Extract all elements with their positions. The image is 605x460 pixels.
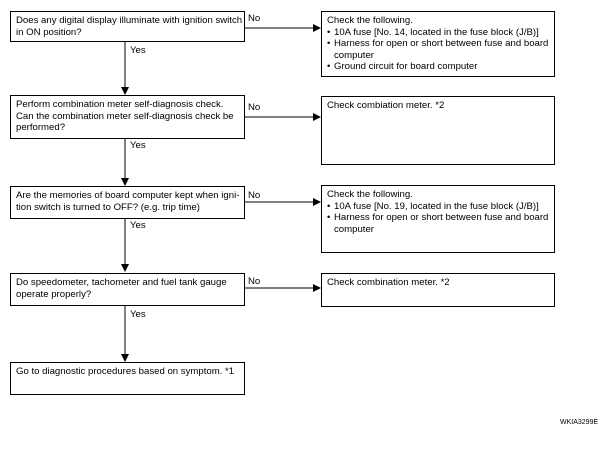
yes-label-4: Yes [130, 309, 146, 320]
final-box: Go to diagnostic procedures based on sym… [10, 362, 245, 395]
check-list: 10A fuse [No. 19, located in the fuse bl… [327, 201, 549, 236]
question-box-4: Do speedometer, tachometer and fuel tank… [10, 273, 245, 306]
action-box-4: Check combination meter. *2 [321, 273, 555, 307]
question-line: in ON position? [16, 26, 82, 38]
no-label-4: No [248, 276, 261, 287]
action-box-1: Check the following. 10A fuse [No. 14, l… [321, 11, 555, 77]
yes-label-1: Yes [130, 45, 146, 56]
yes-label-2: Yes [130, 140, 146, 151]
question-line: performed? [16, 122, 66, 134]
action-title: Check the following. [327, 189, 413, 200]
action-title: Check combination meter. *2 [327, 277, 450, 288]
check-item: 10A fuse [No. 19, located in the fuse bl… [327, 201, 549, 213]
question-line: Are the memories of board computer kept … [16, 190, 240, 201]
figure-code: WKIA3299E [560, 419, 599, 426]
question-line: operate properly? [16, 288, 92, 300]
question-box-3: Are the memories of board computer kept … [10, 186, 245, 219]
check-item: Harness for open or short between fuse a… [327, 212, 549, 235]
action-box-2: Check combiation meter. *2 [321, 96, 555, 165]
question-line: Does any digital display illuminate with… [16, 15, 243, 26]
check-item: 10A fuse [No. 14, located in the fuse bl… [327, 27, 549, 39]
question-box-2: Perform combination meter self-diagnosis… [10, 95, 245, 139]
question-box-1: Does any digital display illuminate with… [10, 11, 245, 42]
action-title: Check combiation meter. *2 [327, 100, 445, 111]
yes-label-3: Yes [130, 220, 146, 231]
question-line: tion switch is turned to OFF? (e.g. trip… [16, 201, 200, 213]
no-label-1: No [248, 13, 261, 24]
final-text: Go to diagnostic procedures based on sym… [16, 366, 235, 377]
check-item: Ground circuit for board computer [327, 61, 549, 73]
question-line: Do speedometer, tachometer and fuel tank… [16, 277, 227, 288]
question-line: Perform combination meter self-diagnosis… [16, 99, 224, 110]
check-item: Harness for open or short between fuse a… [327, 38, 549, 61]
action-box-3: Check the following. 10A fuse [No. 19, l… [321, 185, 555, 253]
no-label-3: No [248, 190, 261, 201]
check-list: 10A fuse [No. 14, located in the fuse bl… [327, 27, 549, 73]
question-line: Can the combination meter self-diagnosis… [16, 110, 234, 122]
action-title: Check the following. [327, 15, 413, 26]
no-label-2: No [248, 102, 261, 113]
